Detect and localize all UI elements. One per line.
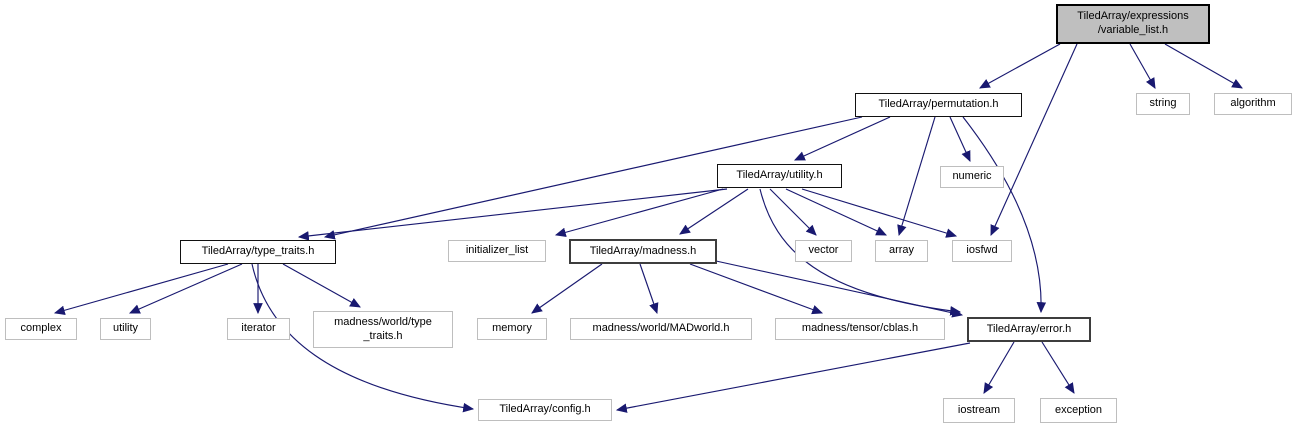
edge-utility_h-to-iosfwd	[801, 188, 958, 238]
node-exception: exception	[1040, 398, 1117, 423]
node-mw_type_traits: madness/world/type _traits.h	[313, 311, 453, 348]
edge-utility_h-to-madness_h	[679, 188, 749, 235]
edge-utility_h-to-array	[785, 188, 887, 236]
edge-utility_h-to-vector	[769, 188, 817, 236]
edge-utility_h-to-type_traits	[297, 188, 728, 241]
edge-error_h-to-iostream	[983, 341, 1015, 394]
edge-permutation-to-array	[897, 116, 936, 237]
edge-madness_h-to-error_h	[715, 260, 964, 318]
node-array: array	[875, 240, 928, 262]
node-iterator: iterator	[227, 318, 290, 340]
edge-type_traits-to-complex	[53, 263, 229, 315]
edge-madness_h-to-madworld	[639, 263, 659, 315]
node-error_h[interactable]: TiledArray/error.h	[967, 317, 1091, 342]
node-string: string	[1136, 93, 1190, 115]
node-numeric: numeric	[940, 166, 1004, 188]
edge-type_traits-to-mw_type_traits	[282, 263, 361, 308]
node-iosfwd: iosfwd	[952, 240, 1012, 262]
node-iostream: iostream	[943, 398, 1015, 423]
edge-variable_list-to-permutation	[979, 43, 1061, 89]
node-madworld: madness/world/MADworld.h	[570, 318, 752, 340]
edge-error_h-to-config	[615, 342, 971, 413]
edge-type_traits-to-utility_std	[128, 263, 243, 314]
node-type_traits[interactable]: TiledArray/type_traits.h	[180, 240, 336, 264]
node-initializer_list: initializer_list	[448, 240, 546, 262]
edge-permutation-to-error_h	[962, 116, 1047, 314]
node-utility_h[interactable]: TiledArray/utility.h	[717, 164, 842, 188]
edge-utility_h-to-error_h	[759, 188, 962, 316]
node-madness_h[interactable]: TiledArray/madness.h	[569, 239, 717, 264]
edge-variable_list-to-iosfwd	[990, 43, 1078, 236]
node-memory: memory	[477, 318, 547, 340]
edge-permutation-to-utility_h	[794, 116, 891, 161]
edge-variable_list-to-algorithm	[1164, 43, 1243, 89]
edge-madness_h-to-memory	[531, 263, 603, 314]
node-variable_list: TiledArray/expressions /variable_list.h	[1056, 4, 1210, 44]
edge-error_h-to-exception	[1041, 341, 1075, 394]
edge-variable_list-to-string	[1129, 43, 1156, 89]
node-utility_std: utility	[100, 318, 151, 340]
node-vector: vector	[795, 240, 852, 262]
edge-utility_h-to-initializer_list	[554, 188, 724, 238]
edge-madness_h-to-cblas	[689, 263, 824, 315]
node-cblas: madness/tensor/cblas.h	[775, 318, 945, 340]
edge-permutation-to-numeric	[949, 116, 971, 162]
node-algorithm: algorithm	[1214, 93, 1292, 115]
node-config: TiledArray/config.h	[478, 399, 612, 421]
node-complex: complex	[5, 318, 77, 340]
node-permutation[interactable]: TiledArray/permutation.h	[855, 93, 1022, 117]
